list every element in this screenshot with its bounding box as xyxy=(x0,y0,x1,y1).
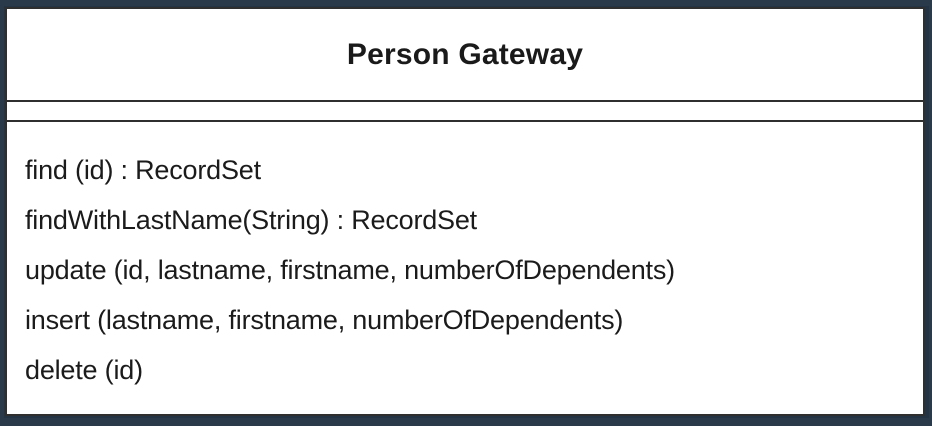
operations-compartment: find (id) : RecordSet findWithLastName(S… xyxy=(25,145,919,395)
operation-find-with-last-name: findWithLastName(String) : RecordSet xyxy=(25,205,477,235)
class-name: Person Gateway xyxy=(346,38,584,71)
name-attributes-divider xyxy=(7,100,923,102)
operation-delete: delete (id) xyxy=(25,355,143,385)
uml-class-box: Person Gateway find (id) : RecordSet fin… xyxy=(5,7,925,416)
attributes-operations-divider xyxy=(7,120,923,122)
operation-find: find (id) : RecordSet xyxy=(25,155,261,185)
operation-update: update (id, lastname, firstname, numberO… xyxy=(25,255,675,285)
operation-insert: insert (lastname, firstname, numberOfDep… xyxy=(25,305,624,335)
